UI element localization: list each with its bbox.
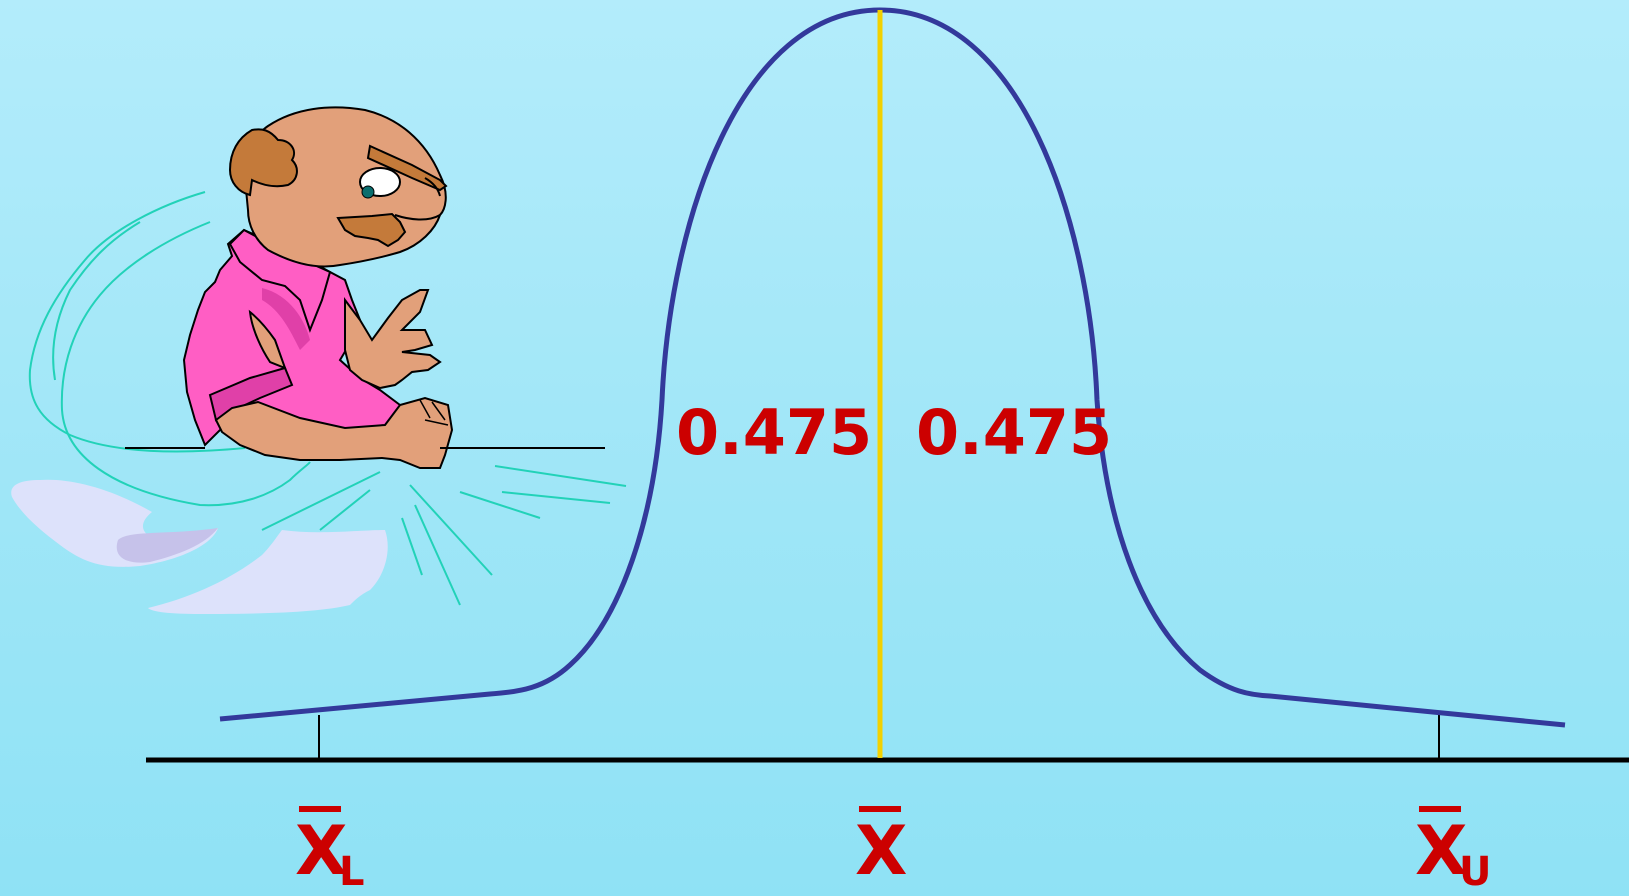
mean-label: X — [855, 798, 915, 888]
right-area-label: 0.475 — [916, 396, 1113, 469]
lower-limit-symbol: X — [295, 812, 348, 891]
upper-limit-subscript: U — [1459, 849, 1492, 895]
upper-limit-label: X U — [1415, 798, 1505, 892]
overbar — [299, 806, 341, 812]
overbar — [1419, 806, 1461, 812]
lower-limit-label: X L — [295, 798, 375, 892]
left-area-label: 0.475 — [676, 396, 873, 469]
mean-symbol: X — [855, 812, 908, 891]
lower-limit-subscript: L — [339, 849, 365, 895]
overbar — [859, 806, 901, 812]
cartoon-man-sliding-down-curve-icon — [11, 106, 627, 614]
upper-limit-symbol: X — [1415, 812, 1468, 891]
